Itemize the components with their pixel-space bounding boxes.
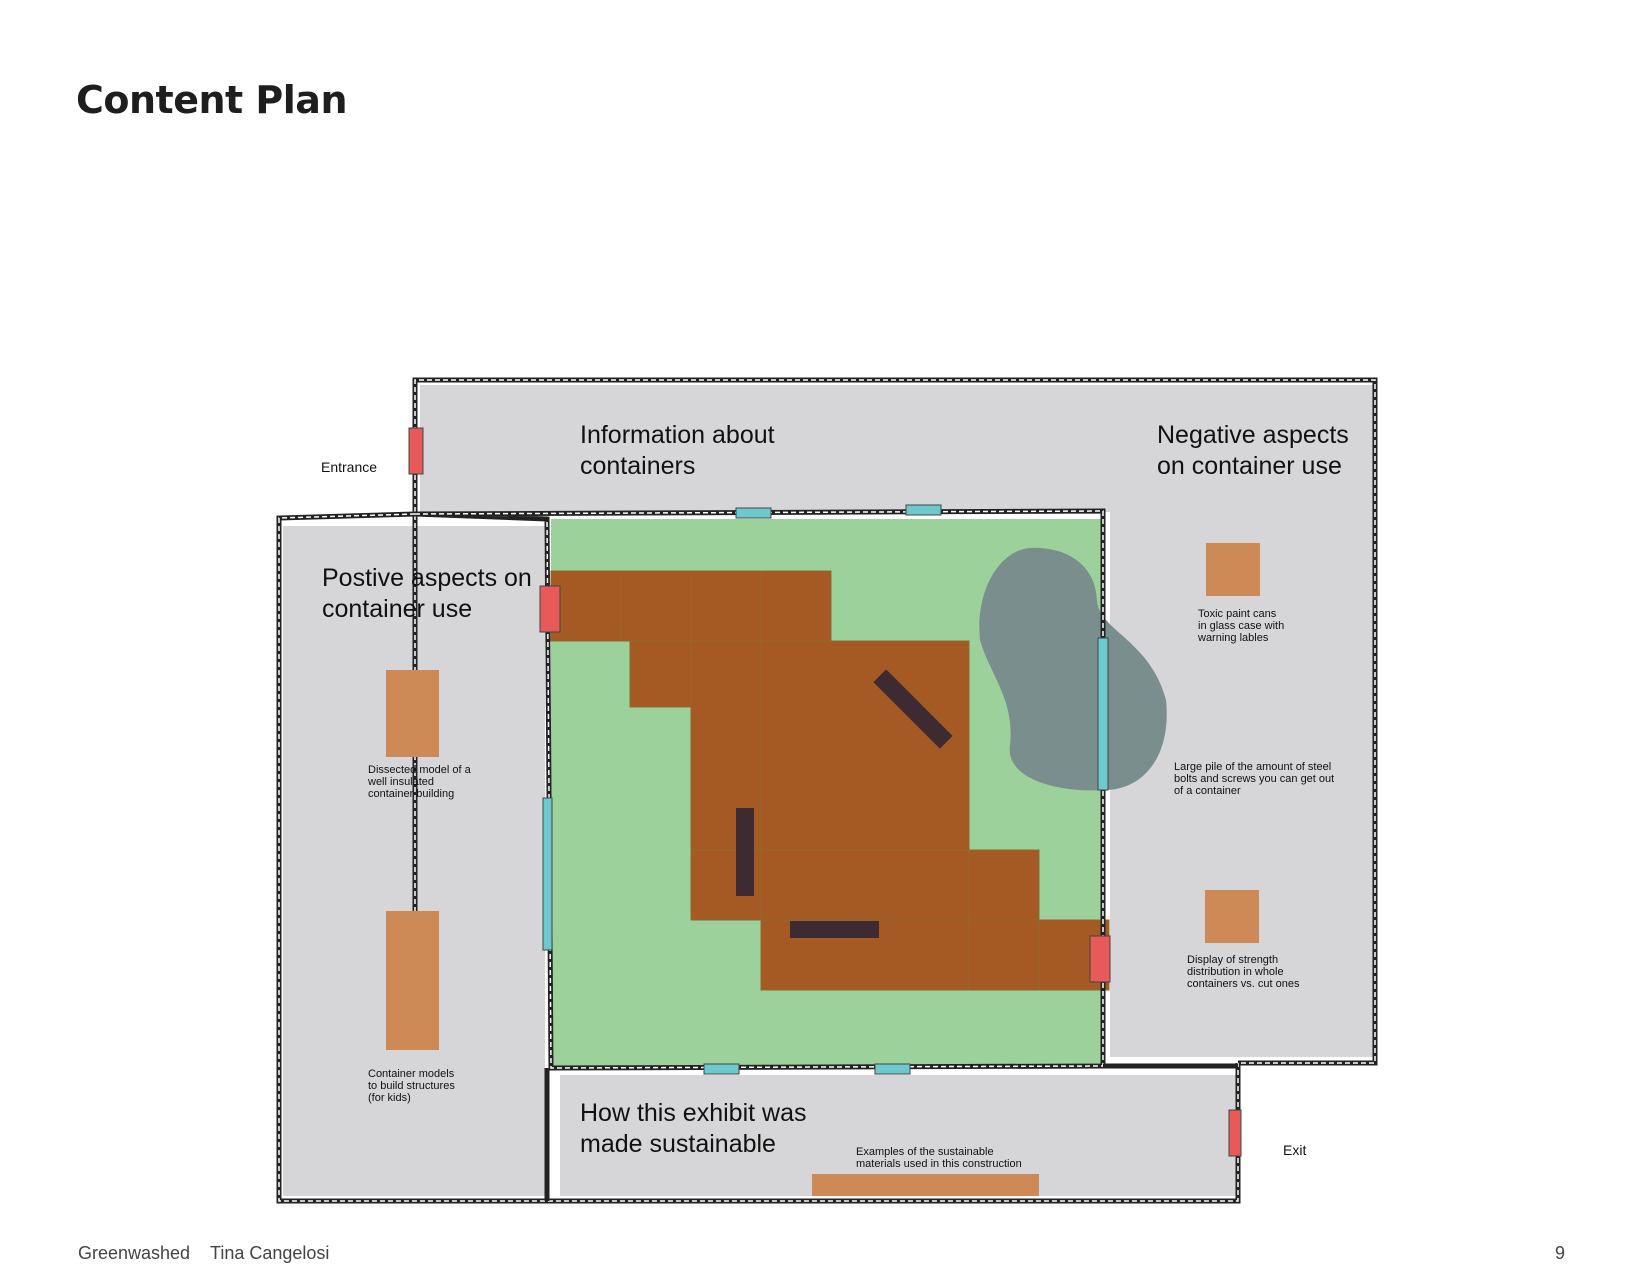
exhibit-strength-display bbox=[1205, 890, 1259, 943]
caption-container-models: Container models to build structures (fo… bbox=[368, 1068, 455, 1104]
exhibit-container-models bbox=[386, 911, 439, 1050]
window bbox=[703, 1063, 740, 1075]
svg-text:(for kids): (for kids) bbox=[368, 1092, 411, 1104]
room-title-left-line2: container use bbox=[322, 595, 472, 623]
pond bbox=[979, 547, 1167, 791]
svg-text:well insulated: well insulated bbox=[367, 776, 434, 788]
door-exit bbox=[1228, 1109, 1242, 1157]
page-number: 9 bbox=[1555, 1243, 1566, 1263]
svg-text:container building: container building bbox=[368, 788, 454, 800]
page-title: Content Plan bbox=[76, 78, 348, 122]
svg-text:containers vs. cut ones: containers vs. cut ones bbox=[1187, 978, 1300, 990]
svg-text:bolts and screws you can get o: bolts and screws you can get out bbox=[1174, 773, 1334, 785]
window bbox=[874, 1063, 911, 1075]
svg-text:Examples of the sustainable: Examples of the sustainable bbox=[856, 1146, 994, 1158]
exhibit-sustainable-materials bbox=[812, 1174, 1039, 1196]
svg-text:distribution in whole: distribution in whole bbox=[1187, 966, 1284, 978]
svg-text:Toxic paint cans: Toxic paint cans bbox=[1198, 608, 1277, 620]
room-information-about-containers bbox=[420, 385, 1110, 512]
exhibit-dissected-model bbox=[386, 670, 439, 757]
svg-text:Container models: Container models bbox=[368, 1068, 455, 1080]
caption-steel-bolts: Large pile of the amount of steel bolts … bbox=[1174, 761, 1334, 797]
room-title-left-line1: Postive aspects on bbox=[322, 564, 532, 592]
window bbox=[905, 504, 942, 516]
bench-vertical bbox=[736, 808, 754, 896]
svg-text:warning lables: warning lables bbox=[1197, 632, 1269, 644]
caption-toxic-paint: Toxic paint cans in glass case with warn… bbox=[1197, 608, 1284, 644]
caption-dissected-model: Dissected model of a well insulated cont… bbox=[367, 764, 472, 800]
room-title-bottom-line2: made sustainable bbox=[580, 1130, 776, 1158]
room-title-top-line1: Information about bbox=[580, 421, 775, 449]
room-title-right-line1: Negative aspects bbox=[1157, 421, 1349, 449]
svg-text:of a container: of a container bbox=[1174, 785, 1241, 797]
bench-horizontal bbox=[790, 921, 879, 938]
window bbox=[542, 797, 553, 951]
svg-text:in glass case with: in glass case with bbox=[1198, 620, 1284, 632]
window bbox=[735, 507, 772, 519]
footer-author: Tina Cangelosi bbox=[210, 1243, 330, 1263]
room-title-bottom-line1: How this exhibit was bbox=[580, 1099, 806, 1127]
svg-text:materials used in this constru: materials used in this construction bbox=[856, 1158, 1022, 1170]
window bbox=[1097, 637, 1109, 791]
label-exit: Exit bbox=[1283, 1142, 1306, 1158]
svg-text:Large pile of the amount of st: Large pile of the amount of steel bbox=[1174, 761, 1331, 773]
label-entrance: Entrance bbox=[321, 459, 377, 475]
caption-sustainable-materials: Examples of the sustainable materials us… bbox=[856, 1146, 1022, 1170]
caption-strength-display: Display of strength distribution in whol… bbox=[1187, 954, 1300, 990]
room-title-right-line2: on container use bbox=[1157, 452, 1342, 480]
room-title-top-line2: containers bbox=[580, 452, 695, 480]
svg-text:Display of strength: Display of strength bbox=[1187, 954, 1278, 966]
svg-text:Dissected model of a: Dissected model of a bbox=[368, 764, 472, 776]
exhibit-toxic-paint bbox=[1206, 543, 1260, 596]
door-courtyard-east bbox=[1089, 935, 1111, 983]
svg-text:to build structures: to build structures bbox=[368, 1080, 455, 1092]
door-entrance bbox=[408, 427, 424, 475]
bench-diagonal bbox=[873, 669, 953, 749]
footer-project-name: Greenwashed bbox=[78, 1243, 191, 1263]
door-courtyard-west bbox=[539, 585, 561, 633]
